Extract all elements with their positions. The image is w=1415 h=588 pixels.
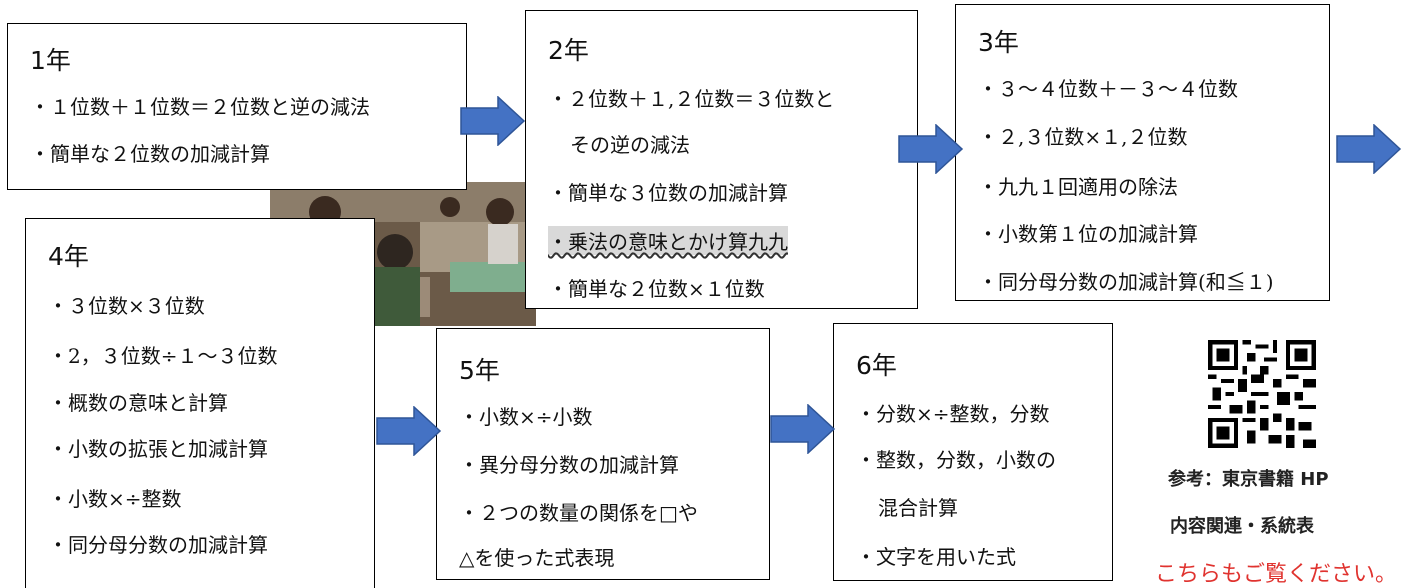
grade-6-box: 6年 ・分数×÷整数，分数 ・整数，分数，小数の 混合計算 ・文字を用いた式 (833, 323, 1113, 581)
reference-note: こちらもご覧ください。 (1155, 562, 1398, 587)
grade-3-item: ・小数第１位の加減計算 (978, 222, 1198, 246)
grade-3-box: 3年 ・３～４位数＋－３～４位数 ・２,３位数×１,２位数 ・九九１回適用の除法… (955, 4, 1330, 301)
grade-3-item: ・２,３位数×１,２位数 (978, 125, 1188, 149)
grade-6-item: ・文字を用いた式 (856, 545, 1016, 569)
grade-4-item: ・小数×÷整数 (48, 487, 182, 511)
grade-4-item: ・2，３位数÷１～３位数 (48, 344, 278, 368)
arrow-right-icon (770, 404, 836, 454)
grade-2-item: その逆の減法 (570, 133, 690, 157)
classroom-photo (270, 182, 536, 326)
arrow-right-icon (898, 124, 964, 174)
grade-1-title: 1年 (30, 46, 71, 75)
grade-4-item: ・小数の拡張と加減計算 (48, 437, 268, 461)
grade-6-item: 混合計算 (878, 496, 958, 520)
grade-1-item: ・簡単な２位数の加減計算 (30, 142, 270, 166)
grade-3-item: ・同分母分数の加減計算(和≦１) (978, 270, 1274, 294)
grade-5-item: ・２つの数量の関係を□や (459, 501, 698, 525)
reference-line-1: 参考：東京書籍 HP (1168, 469, 1329, 490)
grade-1-box: 1年 ・１位数＋１位数＝２位数と逆の減法 ・簡単な２位数の加減計算 (7, 23, 467, 190)
grade-5-item: △を使った式表現 (459, 546, 615, 570)
grade-5-item: ・異分母分数の加減計算 (459, 453, 679, 477)
grade-4-item: ・同分母分数の加減計算 (48, 533, 268, 557)
grade-1-item: ・１位数＋１位数＝２位数と逆の減法 (30, 95, 370, 119)
arrow-right-icon (460, 96, 526, 146)
grade-4-title: 4年 (48, 242, 89, 271)
grade-5-box: 5年 ・小数×÷小数 ・異分母分数の加減計算 ・２つの数量の関係を□や △を使っ… (436, 328, 770, 580)
grade-2-item-highlighted: ・乗法の意味とかけ算九九 (548, 226, 788, 255)
grade-2-item: ・簡単な３位数の加減計算 (548, 181, 788, 205)
grade-6-title: 6年 (856, 351, 897, 380)
grade-2-item: ・２位数＋１,２位数＝３位数と (548, 87, 835, 111)
grade-2-title: 2年 (548, 36, 589, 65)
grade-3-item: ・九九１回適用の除法 (978, 175, 1178, 199)
grade-6-item: ・整数，分数，小数の (856, 448, 1056, 472)
grade-4-item: ・概数の意味と計算 (48, 391, 228, 415)
grade-3-item: ・３～４位数＋－３～４位数 (978, 77, 1238, 101)
grade-5-title: 5年 (459, 356, 500, 385)
arrow-right-icon (376, 406, 442, 456)
reference-line-2: 内容関連・系統表 (1170, 516, 1314, 537)
grade-6-item: ・分数×÷整数，分数 (856, 402, 1050, 426)
grade-2-box: 2年 ・２位数＋１,２位数＝３位数と その逆の減法 ・簡単な３位数の加減計算 ・… (525, 10, 918, 309)
grade-2-item: ・簡単な２位数×１位数 (548, 277, 765, 301)
grade-4-item: ・３位数×３位数 (48, 294, 205, 318)
arrow-right-icon (1336, 124, 1402, 174)
grade-5-item: ・小数×÷小数 (459, 405, 593, 429)
qr-code-icon[interactable] (1207, 340, 1317, 448)
grade-4-box: 4年 ・３位数×３位数 ・2，３位数÷１～３位数 ・概数の意味と計算 ・小数の拡… (25, 218, 375, 588)
grade-3-title: 3年 (978, 28, 1019, 57)
